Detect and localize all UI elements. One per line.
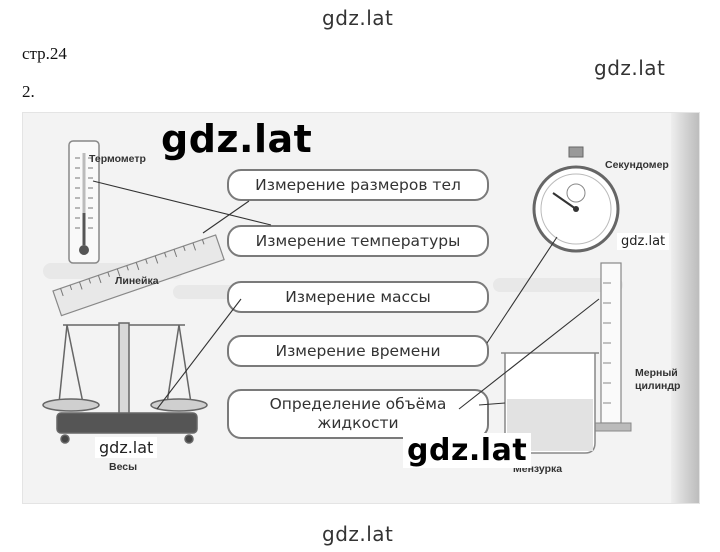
page-reference: стр.24 — [22, 44, 67, 63]
box-size-measurement: Измерение размеров тел — [227, 169, 489, 201]
ghost-print — [493, 278, 623, 292]
box-volume-measurement: Определение объёма жидкости — [227, 389, 489, 439]
matching-figure: Измерение размеров тел Измерение темпера… — [22, 112, 700, 504]
measuring-cylinder-icon — [590, 262, 632, 432]
ruler-icon — [52, 234, 225, 317]
watermark-bottom: gdz.lat — [322, 522, 394, 546]
box-time-measurement: Измерение времени — [227, 335, 489, 367]
watermark-figure-scales: gdz.lat — [95, 437, 158, 458]
connector-cylinder-volume — [458, 298, 600, 410]
connector-thermometer-temperature — [92, 180, 272, 226]
box-mass-measurement: Измерение массы — [227, 281, 489, 313]
watermark-figure-large: gdz.lat — [161, 117, 313, 161]
watermark-top-right: gdz.lat — [594, 56, 666, 80]
instruments-layer — [42, 140, 632, 454]
thermometer-label: Термометр — [89, 153, 146, 165]
page-fold-shadow — [671, 113, 699, 503]
beaker-icon — [501, 352, 599, 454]
connector-beaker-volume — [478, 402, 506, 406]
ruler-label: Линейка — [115, 275, 159, 287]
stopwatch-icon — [532, 146, 620, 253]
connector-ruler-size — [202, 200, 250, 234]
cylinder-label: Мерный цилиндр — [635, 367, 681, 393]
scales-icon — [42, 322, 208, 444]
thermometer-icon — [68, 140, 100, 264]
connector-stopwatch-time — [486, 236, 558, 344]
watermark-figure-bottom: gdz.lat — [403, 433, 532, 468]
stopwatch-label: Секундомер — [605, 159, 669, 171]
watermark-figure-stopwatch: gdz.lat — [617, 233, 670, 250]
watermark-top: gdz.lat — [322, 6, 394, 30]
task-number: 2. — [22, 82, 35, 101]
connector-scales-mass — [156, 298, 242, 410]
box-temperature-measurement: Измерение температуры — [227, 225, 489, 257]
scales-label: Весы — [109, 461, 138, 473]
